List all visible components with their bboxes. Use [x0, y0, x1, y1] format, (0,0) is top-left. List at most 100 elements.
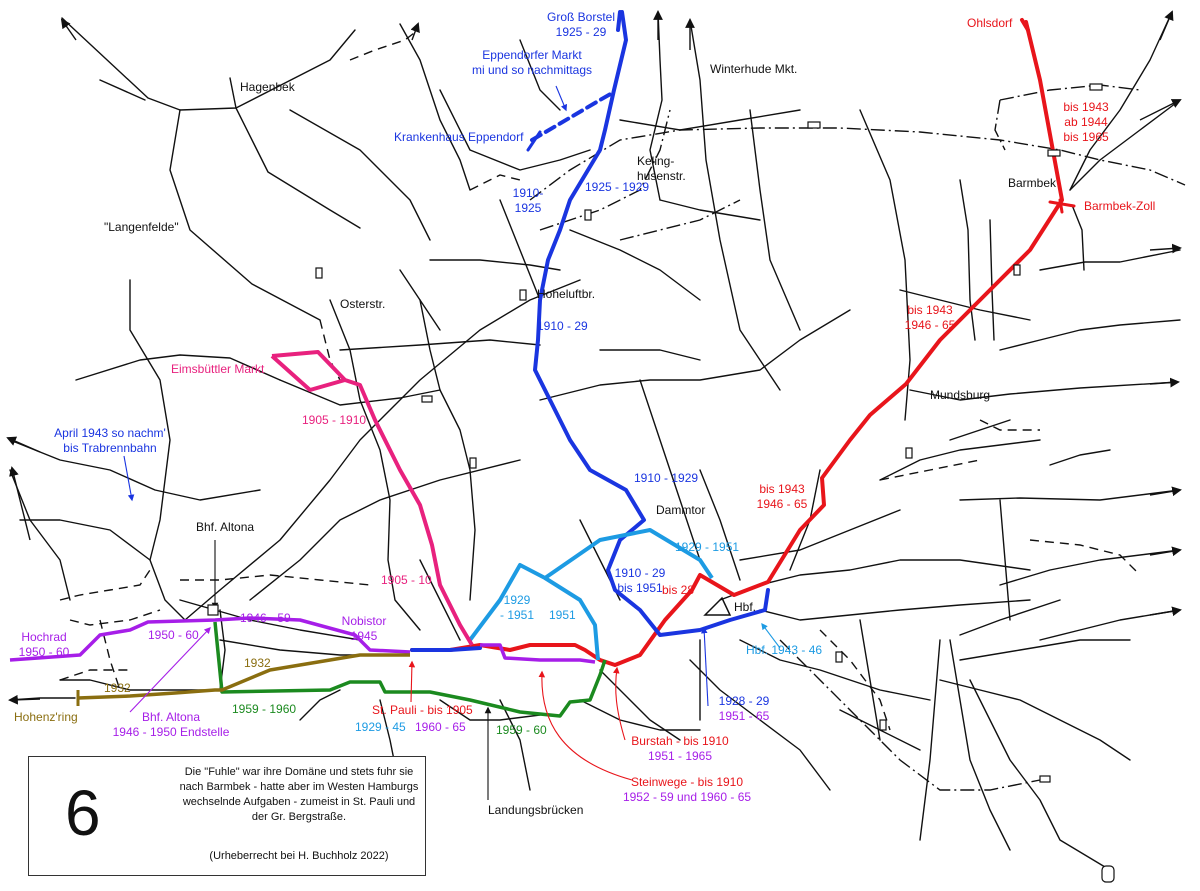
label-langenfelde: "Langenfelde"	[104, 220, 179, 234]
label-burstah-2: 1951 - 1965	[647, 749, 713, 763]
label-nobistor-1: Nobistor	[341, 614, 387, 628]
label-kelling: Keling- husenstr.	[637, 154, 686, 184]
label-stpauli-b: 1960 - 65	[415, 720, 466, 734]
label-1925-1929: 1925 - 1929	[585, 180, 650, 194]
label-1929-1951b-1: 1929	[503, 593, 531, 607]
label-bis1943a-1: bis 1943	[1063, 100, 1109, 114]
label-osterstr: Osterstr.	[340, 297, 386, 311]
label-bis1943b-1: bis 1943	[907, 303, 953, 317]
label-steinwege: Steinwege - bis 1910 1952 - 59 und 1960 …	[618, 775, 756, 805]
label-nobistor-2: 1945	[350, 629, 378, 643]
label-1932b: 1932	[104, 681, 131, 695]
label-krankenhaus: Krankenhaus Eppendorf	[394, 130, 524, 144]
label-barmbekzoll: Barmbek-Zoll	[1084, 199, 1156, 213]
dashdot-network	[529, 84, 1186, 791]
label-bhfaltona2-1: Bhf. Altona	[141, 710, 201, 724]
network-arrows	[6, 10, 1182, 705]
label-grossborstel-years: 1925 - 29	[555, 25, 607, 39]
label-1959-1960: 1959 - 1960	[232, 702, 297, 716]
label-1905-1910: 1905 - 1910	[302, 413, 367, 427]
legend-number: 6	[65, 777, 101, 849]
label-april1943: April 1943 so nachm' bis Trabrennbahn	[44, 426, 176, 456]
label-winterhude: Winterhude Mkt.	[710, 62, 798, 76]
route-olive	[76, 653, 410, 706]
label-1951: 1951	[549, 608, 576, 622]
label-hbf: Hbf.	[734, 600, 757, 614]
label-kelling-1: Keling-	[637, 154, 675, 168]
label-hochrad-2: 1950 - 60	[18, 645, 70, 659]
label-april1943-2: bis Trabrennbahn	[63, 441, 157, 455]
legend-copyright: (Urheberrecht bei H. Buchholz 2022)	[209, 850, 389, 862]
label-bis1943b: bis 1943 1946 - 65	[898, 303, 962, 333]
label-kelling-2: husenstr.	[637, 169, 686, 183]
label-burstah-1: Burstah - bis 1910	[631, 734, 729, 748]
base-network	[9, 11, 1181, 871]
label-grossborstel: Groß Borstel 1925 - 29	[536, 10, 626, 40]
label-1910-29b-2: bis 1951	[617, 581, 663, 595]
label-bhfaltona2-2: 1946 - 1950 Endstelle	[112, 725, 230, 739]
label-landungsbruecken: Landungsbrücken	[488, 803, 584, 817]
hbf-marker	[703, 596, 732, 616]
label-bhfaltona: Bhf. Altona	[196, 520, 255, 534]
label-april1943-1: April 1943 so nachm'	[54, 426, 166, 440]
label-1932a: 1932	[244, 656, 271, 670]
label-bis1943c-1: bis 1943	[759, 482, 805, 496]
label-1928-29-1: 1928 - 29	[718, 694, 770, 708]
label-bhfaltona2: Bhf. Altona 1946 - 1950 Endstelle	[96, 710, 246, 740]
label-eppendorfermarkt: Eppendorfer Markt mi und so nachmittags	[462, 48, 602, 78]
dashed-network	[59, 29, 1141, 731]
label-hochrad: Hochrad 1950 - 60	[14, 630, 74, 660]
label-1910-29b: 1910 - 29 bis 1951	[612, 566, 668, 596]
label-1910-1929: 1910 - 1929	[634, 471, 699, 485]
label-eppendorfermarkt-name: Eppendorfer Markt	[482, 48, 582, 62]
legend-text: Die "Fuhle" war ihre Domäne und stets fu…	[179, 766, 419, 823]
label-eppendorfermarkt-note: mi und so nachmittags	[471, 63, 593, 77]
callout-arrows	[123, 85, 781, 800]
label-barmbek: Barmbek	[1008, 176, 1057, 190]
label-grossborstel-name: Groß Borstel	[546, 10, 615, 24]
label-1950-60: 1950 - 60	[148, 628, 199, 642]
route-magenta	[270, 350, 474, 647]
label-1929-1951b-2: - 1951	[499, 608, 535, 622]
label-hbf1943: Hbf. 1943 - 46	[746, 643, 823, 657]
label-bis1943b-2: 1946 - 65	[904, 318, 956, 332]
label-dammtor: Dammtor	[656, 503, 706, 517]
label-hochrad-1: Hochrad	[21, 630, 67, 644]
label-1928-29: 1928 - 29 1951 - 65	[714, 694, 774, 724]
route-purple	[9, 616, 596, 664]
label-1929-1951a: 1929 - 1951	[675, 540, 740, 554]
label-ohlsdorf: Ohlsdorf	[967, 16, 1013, 30]
label-1928-29-2: 1951 - 65	[718, 709, 770, 723]
label-bis1943c-2: 1946 - 65	[756, 497, 808, 511]
label-1946-59: 1946 - 59	[240, 611, 291, 625]
label-bis1943a-3: bis 1965	[1063, 130, 1109, 144]
label-1910-29a: 1910 - 29	[537, 319, 588, 333]
label-1910-1925: 1910- 1925	[508, 186, 548, 216]
route-red	[410, 18, 1076, 667]
label-bis1943c: bis 1943 1946 - 65	[750, 482, 814, 512]
label-1910-1925-1: 1910-	[512, 186, 544, 200]
label-bis1943a-2: ab 1944	[1064, 115, 1108, 129]
label-eimsbuettel: Eimsbüttler Markt	[171, 362, 265, 376]
route-blue	[410, 10, 770, 652]
label-hoheluft: Hoheluftbr.	[537, 287, 596, 301]
label-steinwege-1: Steinwege - bis 1910	[630, 775, 744, 789]
label-1910-1925-2: 1925	[514, 201, 542, 215]
label-bis1943a: bis 1943 ab 1944 bis 1965	[1058, 100, 1114, 145]
legend-box: 6 Die "Fuhle" war ihre Domäne und stets …	[28, 756, 426, 876]
label-1929-1951b: 1929 - 1951	[497, 593, 537, 623]
label-stpauli-a: 1929 - 45	[355, 720, 406, 734]
label-hagenbek: Hagenbek	[240, 80, 295, 94]
label-1905-10: 1905 - 10	[381, 573, 432, 587]
route-green	[213, 621, 607, 718]
label-steinwege-2: 1952 - 59 und 1960 - 65	[622, 790, 752, 804]
station-marks	[207, 83, 1115, 883]
label-1910-29b-1: 1910 - 29	[614, 566, 666, 580]
label-nobistor: Nobistor 1945	[334, 614, 394, 644]
label-hohenzring: Hohenz'ring	[14, 710, 78, 724]
label-1959-60: 1959 - 60	[496, 723, 547, 737]
label-stpauli: St. Pauli - bis 1905	[372, 703, 473, 717]
label-mundsburg: Mundsburg	[930, 388, 991, 402]
label-burstah: Burstah - bis 1910 1951 - 1965	[624, 734, 736, 764]
